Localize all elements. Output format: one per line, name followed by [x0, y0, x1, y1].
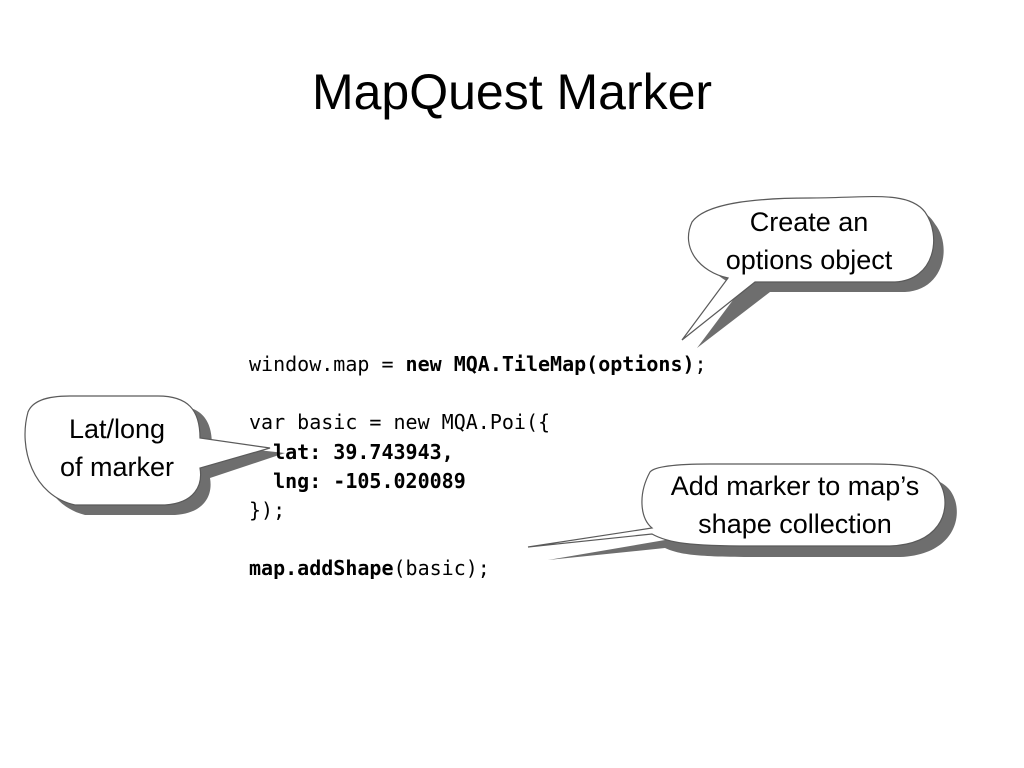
- code-map-assign: window.map =: [249, 352, 406, 376]
- callout-latlong-line2: of marker: [59, 452, 175, 482]
- callout-marker-text: Add marker to map’s shape collection: [645, 467, 945, 543]
- code-lng: lng: -105.020089: [249, 468, 466, 493]
- callout-options-line1: Create an: [749, 207, 869, 237]
- code-line-close: });: [249, 497, 286, 522]
- code-lat: lat: 39.743943,: [249, 439, 454, 464]
- code-semicolon: ;: [694, 352, 707, 376]
- code-line-lng: lng: -105.020089: [249, 467, 707, 496]
- code-line-blank: [249, 379, 707, 408]
- callout-latlong-line1: Lat/long: [68, 414, 166, 444]
- callout-marker-line2: shape collection: [698, 509, 892, 539]
- callout-latlong-bubble: [24, 395, 285, 515]
- callout-latlong-text: Lat/long of marker: [28, 410, 206, 486]
- callout-marker-bubble: [527, 463, 957, 560]
- code-line-lat: lat: 39.743943,: [249, 438, 707, 467]
- code-addshape-args: (basic);: [393, 556, 490, 581]
- callout-options-bubble: [681, 195, 944, 348]
- code-line-map: window.map = new MQA.TileMap(options);: [249, 350, 707, 379]
- code-line-addshape: map.addShape(basic);: [249, 554, 707, 583]
- slide-title: MapQuest Marker: [311, 64, 713, 120]
- callout-marker-line1: Add marker to map’s: [670, 471, 920, 501]
- code-block: window.map = new MQA.TileMap(options); va…: [249, 350, 707, 584]
- code-line-poi: var basic = new MQA.Poi({: [249, 410, 551, 435]
- callout-options-text: Create an options object: [694, 203, 924, 279]
- code-tilemap-call: new MQA.TileMap(options): [405, 352, 695, 376]
- code-addshape-method: map.addShape: [249, 556, 394, 581]
- code-line-blank: [249, 525, 707, 554]
- callout-options-line2: options object: [725, 245, 893, 275]
